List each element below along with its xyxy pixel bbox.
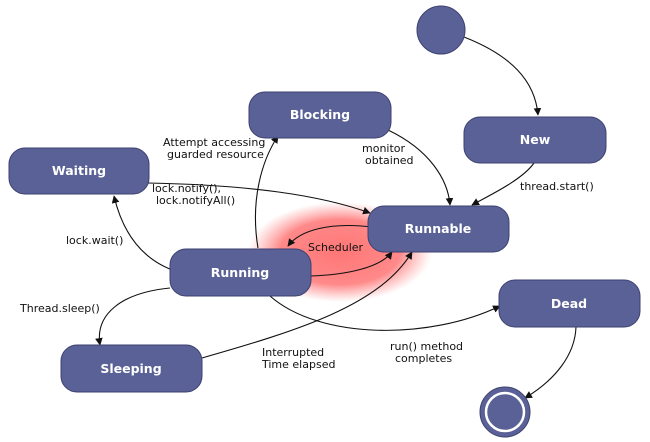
label-notify-line1: lock.notify(), [152, 182, 221, 195]
edge-sleeping-to-runnable [201, 251, 413, 359]
initial-state [416, 5, 466, 55]
edge-runnable-to-running [287, 224, 373, 247]
state-dead-label: Dead [551, 296, 587, 311]
label-interrupted-line1: Interrupted [262, 346, 324, 359]
state-running-label: Running [211, 265, 269, 280]
label-attempt-line2: guarded resource [167, 148, 264, 161]
state-new: New [463, 116, 607, 164]
state-waiting: Waiting [8, 147, 150, 195]
label-monitor-line1: monitor [362, 142, 406, 155]
label-thread-start: thread.start() [520, 180, 594, 193]
edge-running-to-runnable [309, 251, 393, 277]
edge-dead-to-final [524, 326, 577, 399]
scheduler-label: Scheduler [308, 241, 364, 254]
edge-running-to-waiting [111, 195, 179, 273]
label-notify-line2: lock.notifyAll() [156, 194, 235, 207]
label-monitor-line2: obtained [365, 154, 414, 167]
state-runnable: Runnable [367, 205, 510, 253]
state-waiting-label: Waiting [52, 163, 106, 178]
edge-running-to-blocking [254, 135, 279, 249]
edge-new-to-runnable [471, 162, 535, 206]
label-thread-sleep: Thread.sleep() [19, 302, 100, 315]
state-blocking: Blocking [248, 91, 392, 139]
state-dead: Dead [498, 279, 641, 328]
final-state [479, 386, 531, 438]
edge-waiting-to-runnable [147, 182, 371, 215]
edge-initial-to-new [463, 36, 542, 116]
state-sleeping-label: Sleeping [100, 361, 161, 376]
label-run-line1: run() method [390, 340, 463, 353]
state-running: Running [169, 248, 312, 297]
label-lock-wait: lock.wait() [66, 234, 123, 247]
state-sleeping: Sleeping [60, 344, 203, 393]
state-blocking-label: Blocking [290, 107, 350, 122]
edge-running-to-sleeping [95, 287, 171, 346]
state-new-label: New [520, 132, 551, 147]
state-runnable-label: Runnable [405, 221, 471, 236]
edge-running-to-dead [269, 295, 501, 331]
edge-blocking-to-runnable [387, 129, 454, 206]
label-run-line2: completes [395, 352, 452, 365]
label-attempt-line1: Attempt accessing [163, 136, 265, 149]
label-interrupted-line2: Time elapsed [261, 358, 335, 371]
